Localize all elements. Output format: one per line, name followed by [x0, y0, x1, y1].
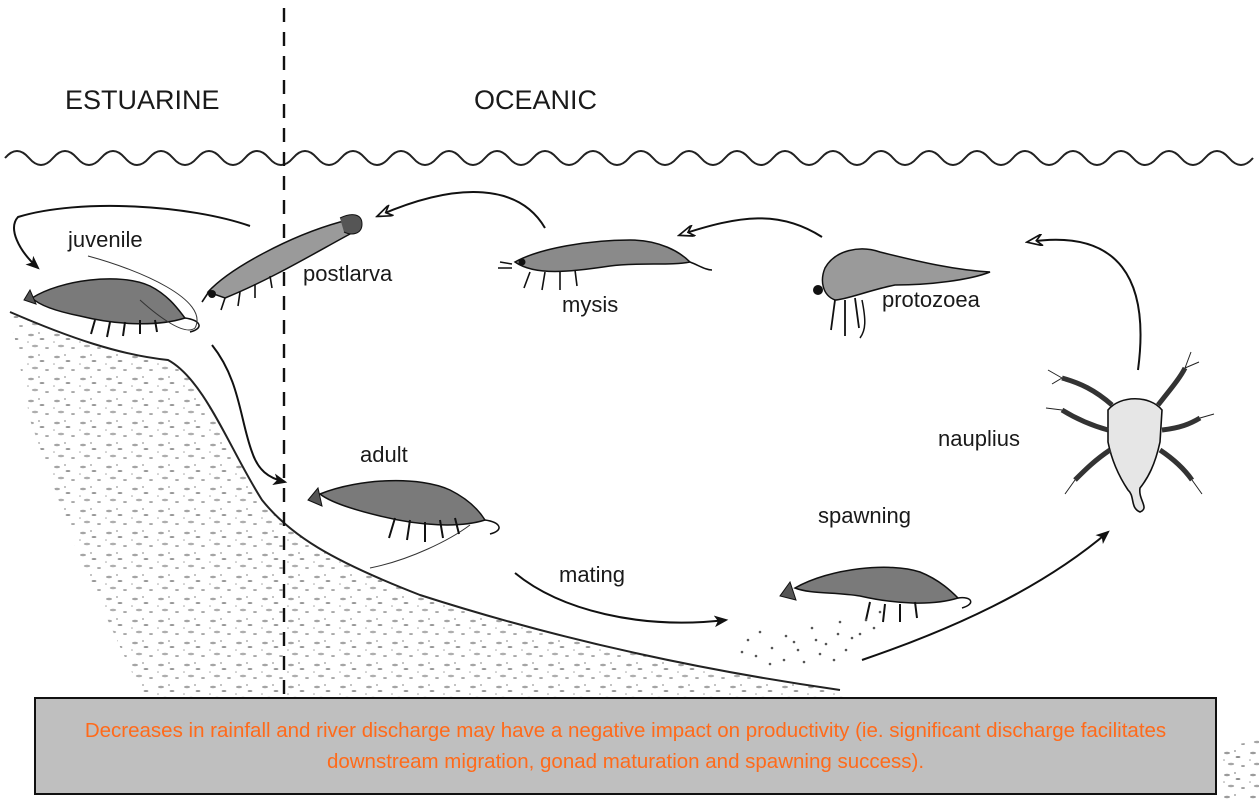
water-surface	[5, 151, 1253, 165]
stage-label-mating: mating	[559, 562, 625, 587]
adult-shrimp-illustration	[308, 481, 499, 568]
stage-label-nauplius: nauplius	[938, 426, 1020, 451]
juvenile-shrimp-illustration	[24, 256, 199, 337]
note-box: Decreases in rainfall and river discharg…	[34, 697, 1217, 795]
arrow-nauplius-to-protozoea	[1028, 240, 1141, 370]
zone-label-oceanic: OCEANIC	[474, 85, 597, 115]
zone-label-estuarine: ESTUARINE	[65, 85, 220, 115]
stage-label-adult: adult	[360, 442, 408, 467]
arrow-mysis-to-postlarva	[378, 192, 545, 228]
stage-label-juvenile: juvenile	[67, 227, 143, 252]
stage-label-postlarva: postlarva	[303, 261, 393, 286]
stage-label-protozoea: protozoea	[882, 287, 981, 312]
spawning-shrimp-illustration	[780, 567, 971, 622]
note-text: Decreases in rainfall and river discharg…	[36, 715, 1215, 777]
sea-floor-right-patch	[1220, 740, 1259, 800]
egg-cloud	[741, 611, 882, 666]
mysis-illustration	[498, 240, 712, 290]
stage-label-mysis: mysis	[562, 292, 618, 317]
arrow-protozoea-to-mysis	[680, 218, 822, 237]
nauplius-illustration	[1046, 352, 1214, 512]
stage-label-spawning: spawning	[818, 503, 911, 528]
